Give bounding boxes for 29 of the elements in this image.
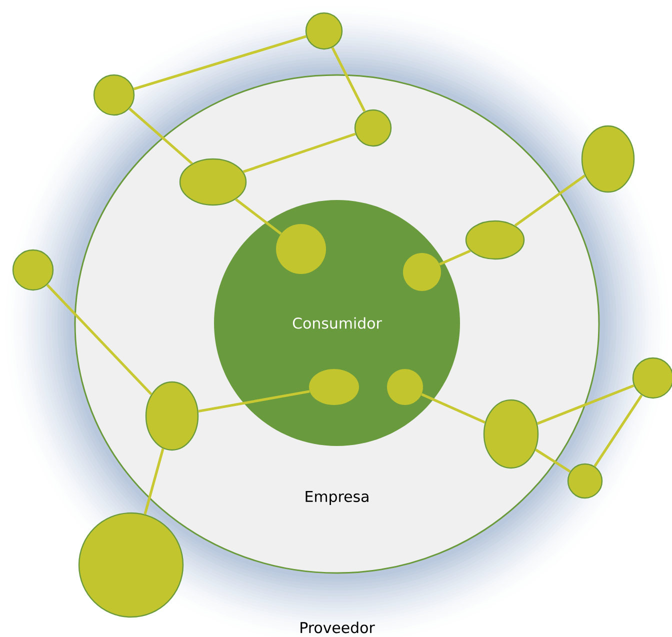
dot (309, 369, 359, 405)
connector-line (133, 35, 307, 90)
connector-line (331, 47, 366, 112)
dot (581, 125, 635, 193)
dot (179, 158, 247, 206)
dot (12, 249, 54, 291)
dot (78, 512, 184, 618)
dot (465, 220, 525, 260)
connector-line (46, 284, 152, 396)
connector-line (439, 250, 471, 266)
dot (276, 224, 326, 274)
dot (483, 399, 539, 469)
connector-line (514, 174, 586, 227)
dot (387, 369, 423, 405)
connector-line (421, 393, 486, 424)
connector-line (198, 390, 310, 413)
connector-line (144, 448, 164, 515)
dot (354, 109, 392, 147)
dot (632, 357, 672, 399)
dot (93, 74, 135, 116)
connector-line (594, 394, 643, 468)
dot (567, 463, 603, 499)
connector-line (536, 384, 634, 425)
node-label: Proveedor (300, 622, 375, 634)
dot (305, 12, 343, 50)
connector-line (128, 108, 193, 165)
dot (145, 381, 199, 451)
dot (403, 253, 441, 291)
connector-line (242, 132, 356, 173)
